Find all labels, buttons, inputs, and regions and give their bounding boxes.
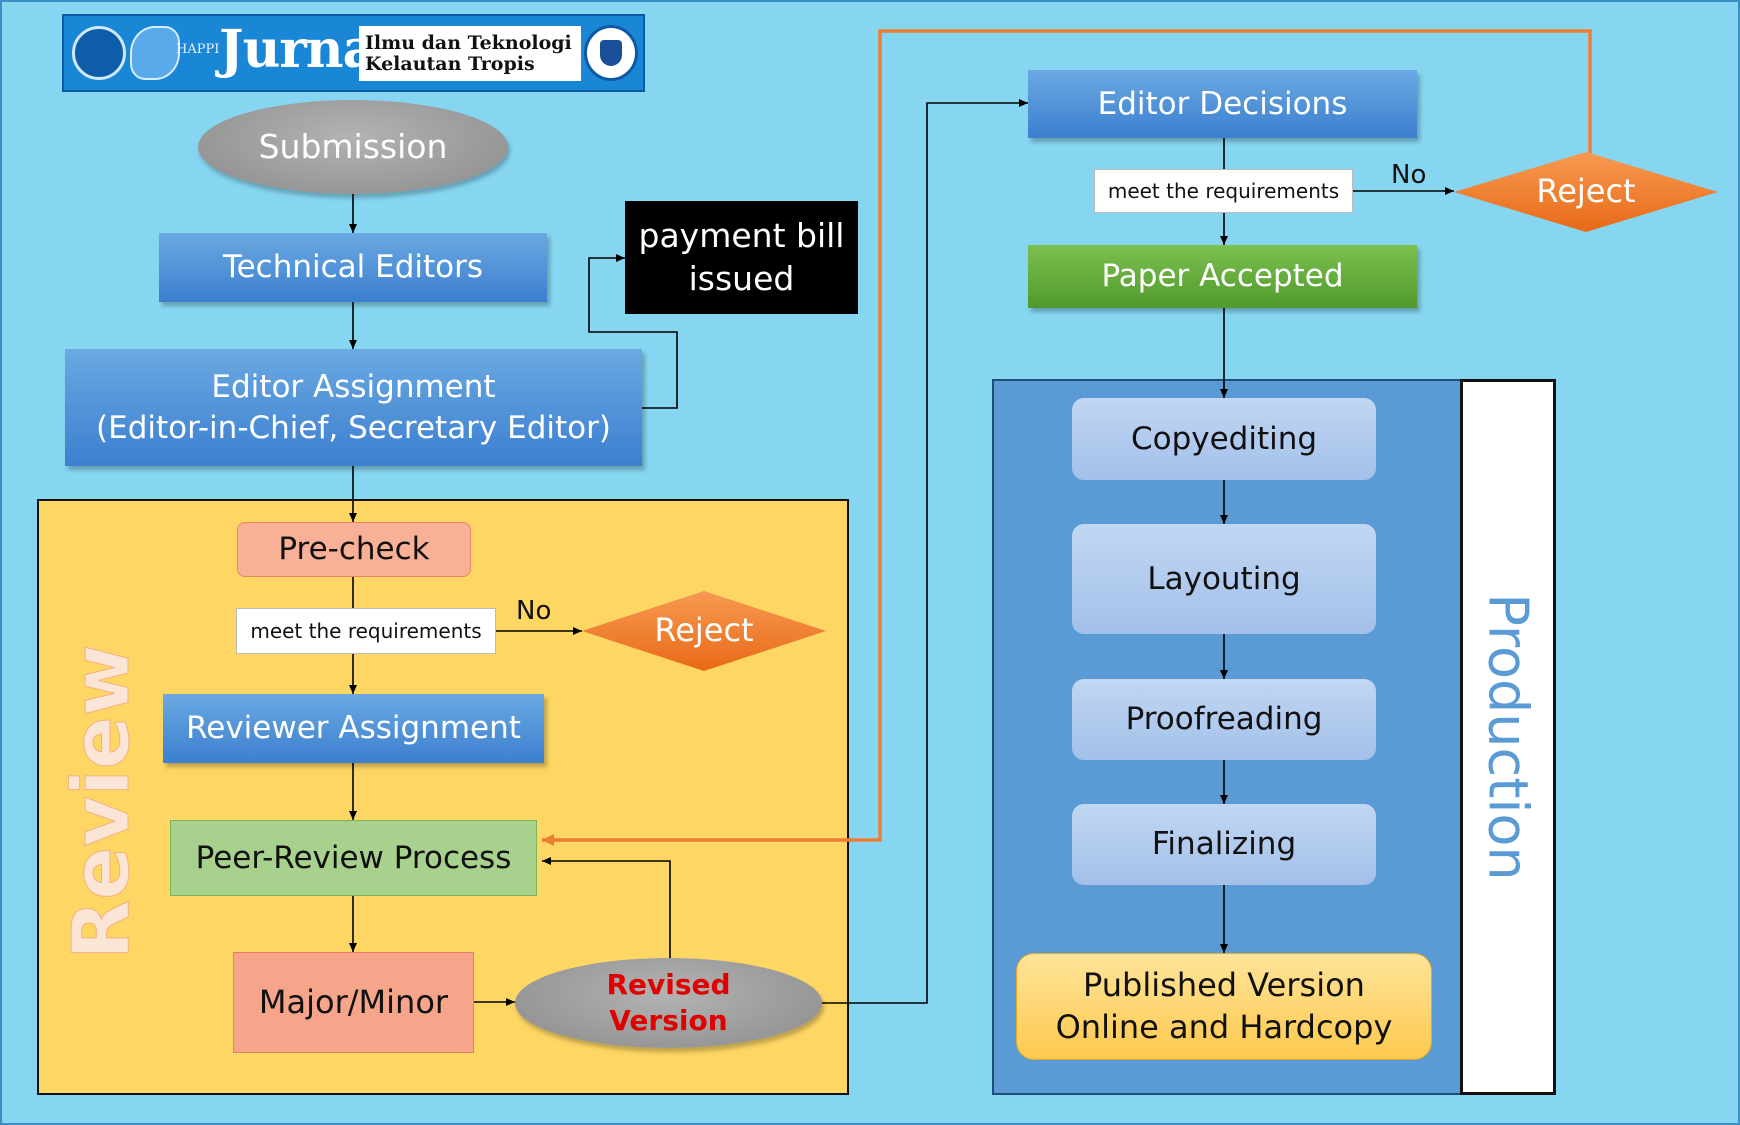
published-line1: Published Version — [1083, 965, 1365, 1004]
major-minor-label: Major/Minor — [258, 982, 449, 1021]
journal-title-box: Ilmu dan Teknologi Kelautan Tropis — [359, 26, 581, 81]
happi-logo-icon — [130, 26, 180, 80]
reject-decision-label: Reject — [1536, 172, 1636, 211]
editor-assignment-node: Editor Assignment (Editor-in-Chief, Secr… — [65, 349, 642, 466]
university-logo-icon — [584, 25, 638, 81]
proofreading-label: Proofreading — [1125, 701, 1323, 738]
peer-review-node: Peer-Review Process — [170, 820, 537, 896]
journal-title-line1: Ilmu dan Teknologi — [365, 31, 572, 54]
journal-title-line2: Kelautan Tropis — [365, 52, 535, 75]
production-label-panel — [1460, 379, 1556, 1095]
reviewer-assignment-label: Reviewer Assignment — [186, 710, 521, 747]
paper-accepted-label: Paper Accepted — [1101, 258, 1344, 295]
published-version-node: Published Version Online and Hardcopy — [1016, 953, 1432, 1060]
pre-check-node: Pre-check — [237, 522, 471, 577]
reviewer-assignment-node: Reviewer Assignment — [163, 694, 544, 763]
proofreading-node: Proofreading — [1072, 679, 1376, 760]
edge-revised-decisions — [822, 99, 1028, 1004]
copyediting-node: Copyediting — [1072, 398, 1376, 480]
technical-editors-node: Technical Editors — [159, 233, 547, 302]
payment-bill-line2: issued — [688, 258, 795, 298]
edge-assignment-payment — [588, 254, 678, 409]
requirements-check-decision: meet the requirements — [1094, 169, 1353, 213]
published-line2: Online and Hardcopy — [1055, 1007, 1393, 1046]
requirements-check-review-label: meet the requirements — [250, 619, 482, 643]
no-label-review: No — [516, 596, 552, 626]
payment-bill-node: payment bill issued — [625, 201, 858, 314]
reject-review-label: Reject — [654, 611, 754, 650]
journal-banner: HAPPI Jurnal Ilmu dan Teknologi Kelautan… — [62, 14, 645, 92]
edge-reject-to-peer-review — [542, 29, 1592, 846]
finalizing-label: Finalizing — [1151, 826, 1297, 863]
requirements-check-decision-label: meet the requirements — [1107, 179, 1340, 203]
revised-version-line1: Revised — [606, 967, 731, 1001]
happi-logo-text: HAPPI — [176, 42, 220, 57]
journal-logo-icon — [72, 26, 126, 80]
no-label-decision: No — [1391, 160, 1427, 190]
copyediting-label: Copyediting — [1130, 420, 1318, 457]
finalizing-node: Finalizing — [1072, 804, 1376, 885]
edge-revised-peer — [542, 857, 671, 958]
paper-accepted-node: Paper Accepted — [1028, 245, 1417, 308]
layouting-node: Layouting — [1072, 524, 1376, 634]
submission-node: Submission — [198, 100, 508, 194]
layouting-label: Layouting — [1147, 560, 1301, 597]
editor-assignment-line1: Editor Assignment — [211, 369, 496, 406]
submission-label: Submission — [258, 126, 448, 166]
editor-decisions-node: Editor Decisions — [1028, 70, 1417, 138]
requirements-check-review: meet the requirements — [236, 608, 496, 654]
peer-review-label: Peer-Review Process — [195, 839, 512, 876]
technical-editors-label: Technical Editors — [222, 249, 484, 286]
revised-version-line2: Version — [609, 1004, 728, 1037]
revised-version-node: Revised Version — [515, 958, 822, 1048]
major-minor-node: Major/Minor — [233, 952, 474, 1053]
payment-bill-line1: payment bill — [638, 215, 845, 255]
editor-assignment-line2: (Editor-in-Chief, Secretary Editor) — [96, 409, 611, 446]
pre-check-label: Pre-check — [278, 531, 430, 568]
editor-decisions-label: Editor Decisions — [1097, 85, 1348, 122]
